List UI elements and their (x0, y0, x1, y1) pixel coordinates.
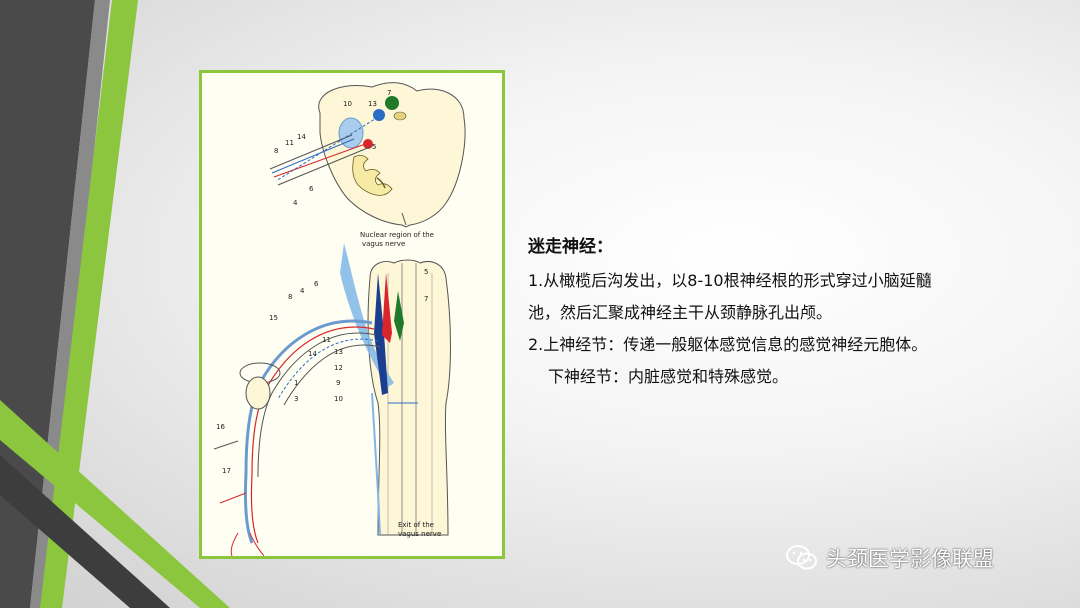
top-label: 11 (285, 139, 294, 147)
top-label: 13 (368, 100, 377, 108)
bottom-label: 5 (424, 268, 428, 276)
caption-bottom-line1: Exit of the (398, 521, 434, 529)
top-label: 4 (293, 199, 298, 207)
watermark-text: 头颈医学影像联盟 (826, 547, 994, 571)
medulla-cross-section (269, 82, 466, 228)
top-label: 8 (274, 147, 278, 155)
vagus-nerve-figure: 10 13 7 5 8 11 14 6 4 Nuclear region of … (199, 70, 505, 559)
caption-top-line2: vagus nerve (362, 240, 405, 248)
paragraph-1-line-2: 池，然后汇聚成神经主干从颈静脉孔出颅。 (528, 303, 833, 322)
bottom-label: 13 (334, 348, 343, 356)
caption-top-line1: Nuclear region of the (360, 231, 434, 239)
bottom-label: 9 (336, 379, 340, 387)
wechat-icon (786, 545, 817, 570)
paragraph-2-line-2: 下神经节：内脏感觉和特殊感觉。 (548, 367, 789, 386)
brainstem-diagram: 10 13 7 5 8 11 14 6 4 Nuclear region of … (213, 82, 466, 556)
bottom-label: 17 (222, 467, 231, 475)
paragraph-1-line-1: 1.从橄榄后沟发出，以8-10根神经根的形式穿过小脑延髓 (528, 271, 932, 290)
slide-text: 迷走神经： 1.从橄榄后沟发出，以8-10根神经根的形式穿过小脑延髓 池，然后汇… (528, 232, 1048, 393)
bottom-label: 16 (216, 423, 225, 431)
bottom-label: 10 (334, 395, 343, 403)
bottom-label: 14 (308, 350, 317, 358)
bottom-label: 6 (314, 280, 319, 288)
top-label: 5 (372, 143, 376, 151)
caption-bottom-line2: vagus nerve (398, 530, 441, 538)
bottom-label: 3 (294, 395, 298, 403)
bottom-label: 7 (424, 295, 428, 303)
watermark: 头颈医学影像联盟 (786, 543, 994, 573)
top-label: 14 (297, 133, 306, 141)
bottom-label: 11 (322, 336, 331, 344)
bottom-label: 15 (269, 314, 278, 322)
top-label: 10 (343, 100, 352, 108)
bottom-label: 12 (334, 364, 343, 372)
top-label: 7 (387, 89, 391, 97)
bottom-label: 1 (294, 379, 298, 387)
slide-heading: 迷走神经： (528, 237, 613, 257)
paragraph-2-line-1: 2.上神经节：传递一般躯体感觉信息的感觉神经元胞体。 (528, 335, 928, 354)
bottom-label: 8 (288, 293, 292, 301)
top-label: 6 (309, 185, 314, 193)
bottom-label: 4 (300, 287, 305, 295)
brainstem-longitudinal (213, 243, 451, 556)
